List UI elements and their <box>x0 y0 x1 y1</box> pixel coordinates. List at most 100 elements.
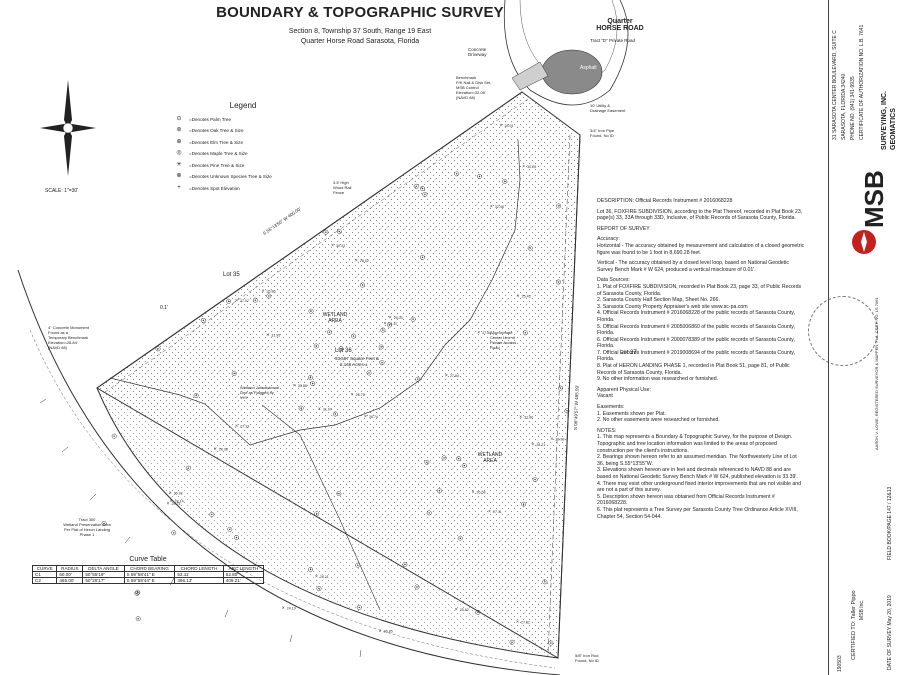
spot-elevation-label: 27.84 <box>450 374 459 378</box>
job-number: 190503 <box>837 655 843 672</box>
spot-elevation-label: 26.11 <box>320 575 329 579</box>
tree-symbol-icon <box>155 346 161 352</box>
tree-center-icon <box>325 231 327 233</box>
subtitle-line-1: Section 8, Township 37 South, Range 19 E… <box>288 28 432 35</box>
tree-center-icon <box>463 464 465 467</box>
tree-center-icon <box>421 187 424 190</box>
table-header-cell: CHORD LENGTH <box>174 565 224 572</box>
road-name: Quarter HORSE ROAD <box>590 18 650 32</box>
bmt-1: Benchmark <box>456 75 477 80</box>
tree-symbol-icon <box>457 535 463 541</box>
spot-elevation-icon: × <box>169 490 172 496</box>
offset-label: 0.1' <box>160 305 168 311</box>
spot-elevation-icon: × <box>490 204 493 210</box>
tree-symbol-icon <box>313 343 319 349</box>
tree-symbol-icon <box>193 393 199 398</box>
tree-symbol-icon <box>548 640 554 646</box>
spot-elevation-icon: × <box>282 606 285 612</box>
spot-elevation-icon: × <box>522 164 525 170</box>
tree-symbol-icon <box>542 579 548 585</box>
legend-label: =Denotes Pine Tree & Size <box>189 162 245 168</box>
tree-symbol-icon <box>558 385 564 391</box>
tree-center-icon <box>338 492 340 495</box>
spot-elevation-icon: × <box>516 619 519 625</box>
center-line-label: Approximate Center Line of Private Acces… <box>490 330 516 350</box>
tree-symbol-icon <box>410 316 416 322</box>
bmt-5: (NAVD 88) <box>456 95 476 100</box>
spot-elevation-icon: × <box>355 258 358 264</box>
lot-36-area-2: 2.148 Acres ± <box>340 362 368 367</box>
tree-symbol-icon <box>420 254 425 260</box>
tree-center-icon <box>268 295 270 297</box>
tree-symbol-icon <box>420 186 425 191</box>
tree-center-icon <box>443 457 445 459</box>
spot-elevation-label: 25.75 <box>356 393 365 397</box>
spot-elevation-label: 28.14 <box>175 499 184 503</box>
spot-elevation-label: 25.86 <box>267 290 276 294</box>
tree-center-icon <box>381 362 383 364</box>
spot-elevation-label: 24.19 <box>287 607 296 611</box>
tree-symbol-icon <box>454 171 460 177</box>
tree-symbol-icon <box>522 330 528 336</box>
spot-elevation-icon: × <box>531 442 534 448</box>
title-block: MSB SURVEYING, INC. GEOMATICS 31 SARASOT… <box>828 0 899 675</box>
curve-table-caption: Curve Table <box>129 556 167 563</box>
legend-symbol-icon: ⊛ <box>176 127 182 133</box>
tree-center-icon <box>459 537 461 539</box>
tree-center-icon <box>416 586 418 588</box>
spot-elevation-label: 25.43 <box>522 295 531 299</box>
bm-3: Temporary Benchmark <box>48 335 89 340</box>
tree-symbol-icon <box>200 317 206 323</box>
tree-center-icon <box>388 324 391 326</box>
list-item: 1. Easements shown per Plat. <box>597 410 666 417</box>
fence-label: 3.5' High Wood Rail Fence <box>333 180 352 195</box>
list-item: 3. Sarasota County Property Appraiser's … <box>597 303 748 310</box>
company-address: 31 SARASOTA CENTER BOULEVARD, SUITE C <box>832 30 838 140</box>
iron-rod-label: 5/8" Iron Rod Found, No ID <box>575 653 599 663</box>
legend-label: =Denotes Oak Tree & Size <box>189 128 244 133</box>
accuracy-vertical: Vertical - The accuracy obtained by a cl… <box>597 260 789 273</box>
spot-elevation-icon: × <box>293 383 296 389</box>
tree-center-icon <box>340 347 342 350</box>
tract-1: Tract 300 <box>78 517 96 522</box>
tree-symbol-icon <box>424 459 430 465</box>
spot-elevation-icon: × <box>519 414 522 420</box>
bmt-3: MSB Control <box>456 85 479 90</box>
tree-center-icon <box>415 185 417 187</box>
tree-symbol-icon <box>532 477 538 483</box>
lot-36-area-1: 93,567 Square Feet & <box>335 356 380 361</box>
company-name: SURVEYING, INC. <box>881 91 888 150</box>
tree-center-icon <box>478 175 481 178</box>
tree-center-icon <box>426 461 428 463</box>
legend-symbol-icon: ⊙ <box>176 115 182 122</box>
table-header-cell: DELTA ANGLE <box>82 565 125 572</box>
tree-center-icon <box>229 528 231 530</box>
spot-elevation-label: 26.74 <box>369 415 378 419</box>
tree-symbol-icon <box>226 298 232 304</box>
certified-to-2: MSB Inc. <box>859 599 865 620</box>
description: DESCRIPTION: Official Records Instrument… <box>597 198 733 204</box>
nw-line-offset <box>104 98 529 393</box>
spot-elevation-label: 27.62 <box>521 620 530 624</box>
tree-symbol-icon <box>307 375 313 381</box>
spot-elevation-label: 32.46 <box>495 205 504 209</box>
wl-3: VHY <box>240 395 249 400</box>
spot-elevation-icon: × <box>455 607 458 613</box>
tree-center-icon <box>424 193 426 196</box>
cl-3: Private Access <box>490 340 517 345</box>
date-of-survey: DATE OF SURVEY May 20, 2019 <box>887 595 893 670</box>
spot-elevation-label: 30.88 <box>298 384 307 388</box>
road-name-1: Quarter <box>607 18 633 25</box>
legend-label: =Denotes Unknown Species Tree & Size <box>189 174 272 179</box>
iron-pipe-label: 3/4" Iron Pipe Found, No ID <box>590 128 615 138</box>
tree-center-icon <box>157 348 159 350</box>
spot-elevation-icon: × <box>384 321 387 327</box>
tree-symbol-icon <box>422 191 428 197</box>
tree-center-icon <box>338 230 340 233</box>
tree-center-icon <box>404 563 406 566</box>
spot-elevation-icon: × <box>351 392 354 398</box>
tree-symbol-icon <box>456 456 462 462</box>
wl-1: Wetland Jurisdictional <box>240 385 279 390</box>
table-header-cell: ARC LENGTH <box>222 565 265 572</box>
